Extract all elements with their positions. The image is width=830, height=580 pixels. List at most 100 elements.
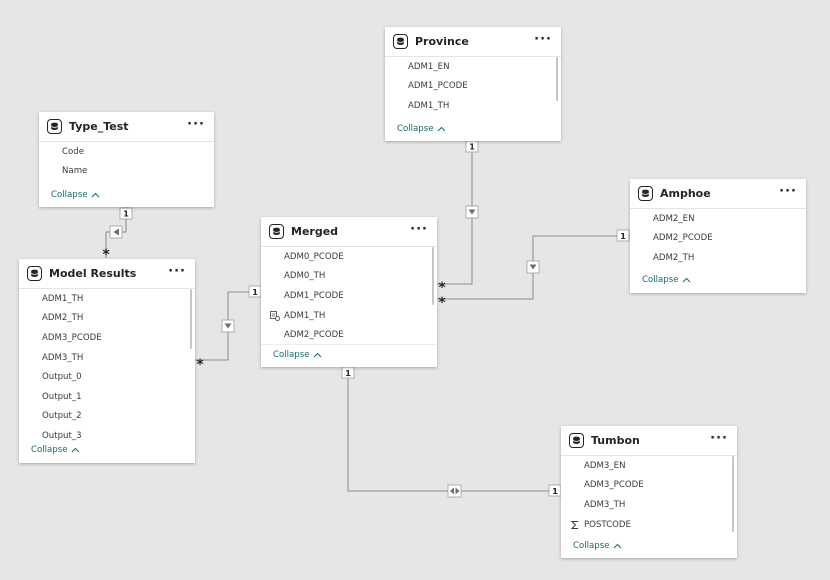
more-options-button[interactable]: ··· — [710, 431, 728, 446]
field-row[interactable]: ADM1_TH — [19, 289, 195, 309]
field-row[interactable]: ADM2_EN — [630, 209, 806, 229]
collapse-label: Collapse — [273, 350, 310, 360]
table-icon — [269, 224, 284, 239]
field-row[interactable]: ADM1_TH — [261, 306, 437, 326]
field-row[interactable]: ADM3_PCODE — [561, 476, 737, 496]
scrollbar[interactable] — [190, 289, 192, 349]
field-row[interactable]: ADM1_EN — [385, 57, 561, 77]
field-label: ADM2_PCODE — [653, 233, 713, 244]
field-list: ADM3_EN ADM3_PCODE ADM3_TH POSTCODE — [561, 456, 737, 534]
bidirectional-filter-icon — [447, 484, 462, 498]
card-header[interactable]: Tumbon ··· — [561, 426, 737, 456]
collapse-button[interactable]: Collapse — [573, 541, 622, 551]
table-title: Merged — [291, 225, 339, 238]
chevron-up-icon — [682, 277, 690, 283]
cardinality-one-label: 1 — [345, 369, 351, 378]
table-icon — [569, 433, 584, 448]
field-row[interactable]: ADM3_TH — [561, 495, 737, 515]
more-options-button[interactable]: ··· — [168, 264, 186, 279]
table-card-type-test[interactable]: Type_Test ··· Code Name Collapse — [39, 112, 214, 207]
card-header[interactable]: Type_Test ··· — [39, 112, 214, 142]
field-label: ADM3_TH — [584, 499, 626, 510]
field-row[interactable]: Output_3 — [19, 426, 195, 446]
table-title: Tumbon — [591, 434, 640, 447]
cardinality-many-label: * — [102, 247, 110, 263]
sigma-icon — [570, 520, 580, 530]
scrollbar[interactable] — [556, 57, 558, 101]
field-row[interactable]: ADM1_PCODE — [385, 77, 561, 97]
table-title: Type_Test — [69, 120, 129, 133]
field-label: ADM2_EN — [653, 213, 695, 224]
field-row[interactable]: ADM0_TH — [261, 267, 437, 287]
collapse-button[interactable]: Collapse — [51, 190, 100, 200]
table-icon — [393, 34, 408, 49]
field-label: Output_1 — [42, 391, 82, 402]
field-list: ADM1_EN ADM1_PCODE ADM1_TH — [385, 57, 561, 116]
relationship-amphoe-merged[interactable]: 1 * — [437, 229, 630, 311]
table-icon — [638, 186, 653, 201]
field-label: Output_3 — [42, 430, 82, 441]
scrollbar[interactable] — [732, 456, 734, 532]
field-row[interactable]: ADM0_PCODE — [261, 247, 437, 267]
more-options-button[interactable]: ··· — [779, 184, 797, 199]
more-options-button[interactable]: ··· — [410, 222, 428, 237]
field-label: ADM3_TH — [42, 352, 84, 363]
field-label: ADM1_EN — [408, 61, 450, 72]
field-row[interactable]: ADM3_EN — [561, 456, 737, 476]
field-row[interactable]: ADM3_TH — [19, 348, 195, 368]
table-card-tumbon[interactable]: Tumbon ··· ADM3_EN ADM3_PCODE ADM3_TH PO… — [561, 426, 737, 558]
cardinality-one-label: 1 — [252, 288, 258, 297]
field-row[interactable]: Output_1 — [19, 387, 195, 407]
collapse-button[interactable]: Collapse — [31, 445, 80, 455]
card-header[interactable]: Model Results ··· — [19, 259, 195, 289]
field-label: ADM1_PCODE — [284, 290, 344, 301]
field-row[interactable]: ADM1_PCODE — [261, 286, 437, 306]
card-header[interactable]: Merged ··· — [261, 217, 437, 247]
collapse-label: Collapse — [51, 190, 88, 200]
relationship-merged-tumbon[interactable]: 1 1 — [341, 366, 562, 498]
collapse-label: Collapse — [573, 541, 610, 551]
relationship-modelresults-merged[interactable]: * 1 — [195, 285, 262, 373]
field-row[interactable]: ADM1_TH — [385, 96, 561, 116]
field-row[interactable]: ADM2_PCODE — [630, 229, 806, 249]
field-list: Code Name — [39, 142, 214, 181]
more-options-button[interactable]: ··· — [534, 32, 552, 47]
field-label: Name — [62, 166, 88, 177]
field-row[interactable]: ADM2_TH — [630, 248, 806, 268]
chevron-up-icon — [613, 543, 621, 549]
field-list: ADM0_PCODE ADM0_TH ADM1_PCODE ADM1_TH AD… — [261, 247, 437, 345]
table-card-province[interactable]: Province ··· ADM1_EN ADM1_PCODE ADM1_TH … — [385, 27, 561, 141]
field-row[interactable]: ADM2_TH — [19, 309, 195, 329]
table-icon — [47, 119, 62, 134]
table-card-model-results[interactable]: Model Results ··· ADM1_TH ADM2_TH ADM3_P… — [19, 259, 195, 463]
more-options-button[interactable]: ··· — [187, 117, 205, 132]
field-row[interactable]: ADM3_PCODE — [19, 328, 195, 348]
table-card-amphoe[interactable]: Amphoe ··· ADM2_EN ADM2_PCODE ADM2_TH Co… — [630, 179, 806, 293]
cardinality-one-label: 1 — [552, 487, 558, 496]
field-label: ADM1_TH — [408, 100, 450, 111]
table-title: Model Results — [49, 267, 137, 280]
chevron-up-icon — [437, 126, 445, 132]
field-row[interactable]: Code — [39, 142, 214, 162]
relationship-typetest-modelresults[interactable]: 1 * — [102, 207, 133, 263]
table-icon — [27, 266, 42, 281]
field-label: ADM2_TH — [42, 313, 84, 324]
field-row[interactable]: Output_2 — [19, 407, 195, 427]
field-row[interactable]: ADM2_PCODE — [261, 325, 437, 345]
scrollbar[interactable] — [432, 247, 434, 305]
field-row[interactable]: POSTCODE — [561, 515, 737, 535]
relationship-province-merged[interactable]: 1 * — [437, 140, 479, 296]
field-row[interactable]: Output_0 — [19, 367, 195, 387]
cardinality-many-label: * — [196, 357, 204, 373]
field-label: ADM3_EN — [584, 460, 626, 471]
card-footer-divider — [261, 344, 437, 345]
collapse-button[interactable]: Collapse — [397, 124, 446, 134]
collapse-button[interactable]: Collapse — [273, 350, 322, 360]
collapse-button[interactable]: Collapse — [642, 275, 691, 285]
table-card-merged[interactable]: Merged ··· ADM0_PCODE ADM0_TH ADM1_PCODE… — [261, 217, 437, 367]
card-header[interactable]: Amphoe ··· — [630, 179, 806, 209]
collapse-label: Collapse — [397, 124, 434, 134]
field-row[interactable]: Name — [39, 162, 214, 182]
card-header[interactable]: Province ··· — [385, 27, 561, 57]
